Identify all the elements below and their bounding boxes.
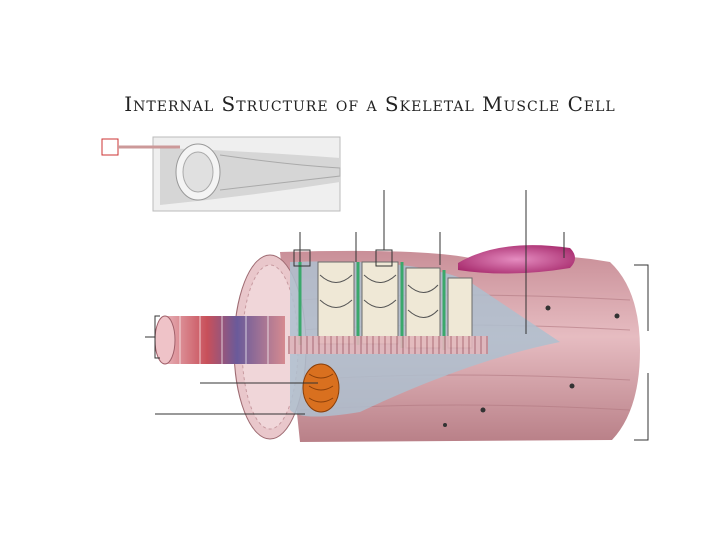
nucleus [458,245,575,274]
inset-highlight-box [101,138,119,156]
myofibril [154,315,285,365]
inset-whole-muscle [152,136,341,212]
right-bracket-upper [634,264,649,331]
mitochondrion [302,363,340,413]
leader-lines [155,190,565,415]
right-bracket-lower [634,373,649,441]
myofibril-layer [288,336,488,354]
diagram-title: Internal Structure of a Skeletal Muscle … [124,92,616,116]
triad-box-left [293,249,311,267]
triad-box-right [375,249,393,267]
